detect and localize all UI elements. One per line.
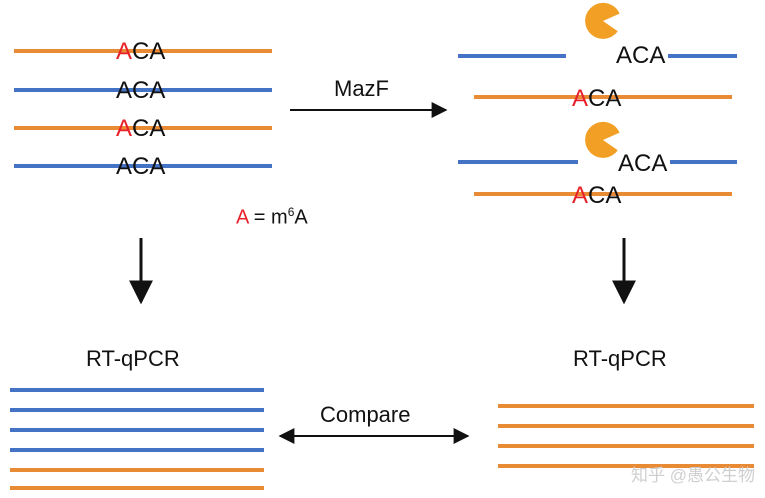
input-strands (14, 49, 272, 168)
sequence-label: ACA (116, 153, 166, 180)
sequence-label: ACA (572, 85, 622, 112)
pacman-icon (585, 121, 620, 158)
methylated-a: A (116, 115, 133, 142)
rtqpcr-label-left: RT-qPCR (86, 346, 180, 371)
methylated-a: A (116, 38, 133, 65)
cleaved-site-label: ACA (616, 42, 666, 69)
compare-label: Compare (320, 402, 411, 427)
result-lines-right (498, 404, 754, 468)
cleaved-site-label: ACA (618, 150, 668, 177)
sequence-label: ACA (572, 182, 622, 209)
sequence-label: ACA (116, 38, 166, 65)
output-strands (458, 54, 737, 196)
mazf-label: MazF (334, 76, 389, 101)
rtqpcr-label-right: RT-qPCR (573, 346, 667, 371)
pacman-icon (585, 2, 620, 39)
methylated-a: A (572, 182, 589, 209)
m6a-legend: A = m6A (236, 205, 308, 229)
sequence-label: ACA (116, 115, 166, 142)
sequence-label: ACA (116, 77, 166, 104)
methylated-a: A (572, 85, 589, 112)
watermark: 知乎 @愚公生物 (631, 466, 755, 485)
result-lines-left (10, 388, 264, 490)
